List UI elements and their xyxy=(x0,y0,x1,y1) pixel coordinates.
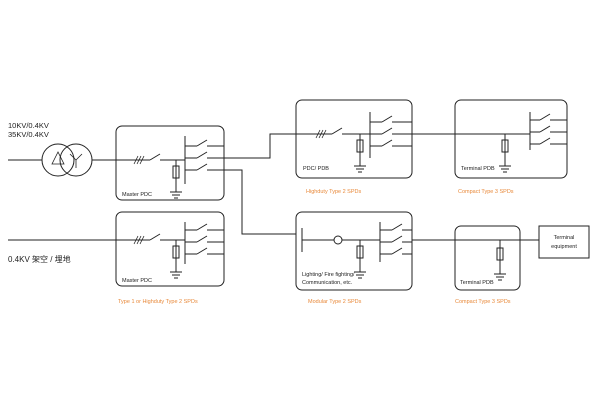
transformer-icon xyxy=(8,143,116,177)
spd-label-compact-type3-1: Compact Type 3 SPDs xyxy=(458,189,514,195)
master-pdc-label-2: Master PDC xyxy=(122,278,152,284)
terminal-equipment-label-1: Terminal xyxy=(554,235,575,241)
voltage-label-1: 10KV/0.4KV xyxy=(8,121,49,130)
master-pdc-label-1: Master PDC xyxy=(122,192,152,198)
voltage-label-2: 35KV/0.4KV xyxy=(8,130,49,139)
terminal-pdb-label-2: Terminal PDB xyxy=(460,280,494,286)
line-label-0-4kv: 0.4KV 架空 / 埋地 xyxy=(8,254,71,264)
spd-label-highduty-type2: Highduty Type 2 SPDs xyxy=(306,189,361,195)
terminal-equipment-label-2: equipment xyxy=(551,244,577,250)
lighting-label-2: Communication, etc. xyxy=(302,280,353,286)
terminal-equipment-box: Terminal equipment xyxy=(538,225,590,259)
terminal-pdb-label-1: Terminal PDB xyxy=(461,166,495,172)
terminal-pdb-panel-2: Terminal PDB xyxy=(454,225,521,291)
connection-lines xyxy=(224,133,539,241)
spd-label-compact-type3-2: Compact Type 3 SPDs xyxy=(455,299,511,305)
lighting-panel: Lighting/ Fire fighting/ Communication, … xyxy=(295,211,413,291)
spd-label-type1-highduty: Type 1 or Highduty Type 2 SPDs xyxy=(118,299,198,305)
spd-label-modular-type2: Modular Type 2 SPDs xyxy=(308,299,362,305)
master-pdc-panel-2: Master PDC xyxy=(115,211,225,287)
pdc-pdb-panel: PDC/ PDB xyxy=(295,99,413,179)
master-pdc-panel-1: Master PDC xyxy=(115,125,225,201)
pdc-pdb-label: PDC/ PDB xyxy=(303,166,329,172)
terminal-pdb-panel-1: Terminal PDB xyxy=(454,99,568,179)
lighting-label-1: Lighting/ Fire fighting/ xyxy=(302,272,355,278)
